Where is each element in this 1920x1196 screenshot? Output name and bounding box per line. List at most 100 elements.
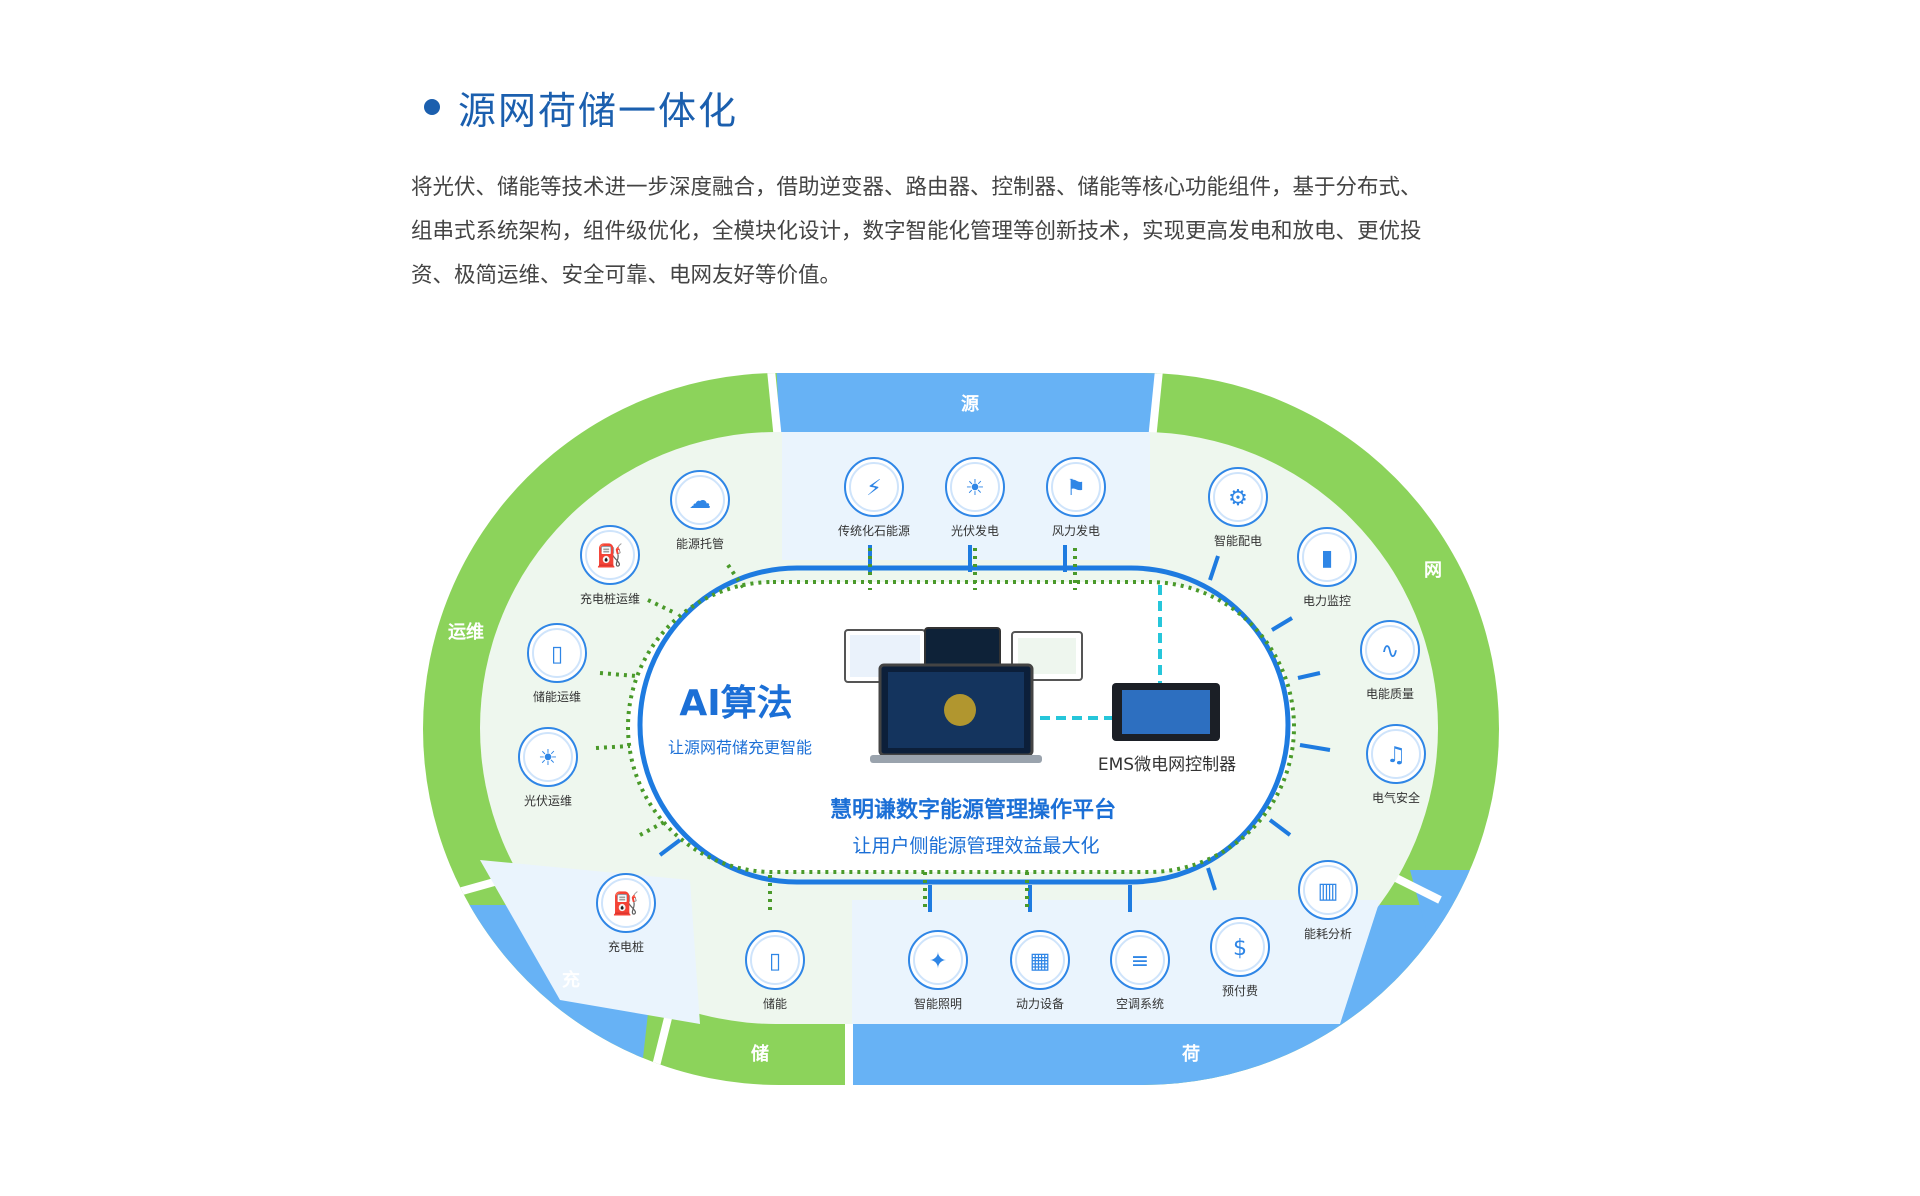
ac-glyph: ≡ xyxy=(1131,949,1149,974)
icon-label-energy-analysis: 能耗分析 xyxy=(1304,927,1352,941)
charger-om-glyph: ⛽ xyxy=(596,543,623,569)
storage-om-glyph: ▯ xyxy=(551,642,563,667)
charger-glyph: ⛽ xyxy=(612,891,639,917)
icon-power-equip: ▦动力设备 xyxy=(1010,930,1070,1011)
ac-icon xyxy=(1110,930,1170,990)
description-line-1: 将光伏、储能等技术进一步深度融合，借助逆变器、路由器、控制器、储能等核心功能组件… xyxy=(411,175,1422,200)
dotted-connectors xyxy=(595,548,1077,915)
icon-label-monitor: 电力监控 xyxy=(1303,594,1351,608)
energy-analysis-glyph: ▥ xyxy=(1318,879,1339,904)
icon-label-pv: 光伏发电 xyxy=(951,523,999,538)
ems-link xyxy=(1040,585,1162,720)
icon-ac: ≡ 空调系统 xyxy=(1110,930,1170,1011)
icon-dist: ⚙ 智能配电 xyxy=(1208,467,1268,548)
page-title: 源网荷储一体化 xyxy=(458,88,739,133)
power-equip-glyph: ▦ xyxy=(1030,949,1051,974)
ems-device xyxy=(1112,683,1220,741)
label-storage: 储 xyxy=(750,1043,769,1065)
icon-storage-om: ▯ 储能运维 xyxy=(527,623,587,704)
label-grid: 网 xyxy=(1424,560,1442,581)
ai-subtitle: 让源网荷储充更智能 xyxy=(668,738,812,757)
fossil-glyph: ⚡ xyxy=(866,476,881,501)
fossil-icon xyxy=(844,457,904,517)
label-charge: 充 xyxy=(562,969,580,991)
lighting-icon xyxy=(908,930,968,990)
icon-label-prepay: 预付费 xyxy=(1222,984,1258,998)
icon-quality: ∿ 电能质量 xyxy=(1360,620,1420,701)
pv-icon xyxy=(945,457,1005,517)
label-load: 荷 xyxy=(1182,1043,1200,1065)
pv-glyph: ☀ xyxy=(965,476,985,501)
title-row: 源网荷储一体化 xyxy=(411,80,1551,134)
icon-storage: ▯ 储能 xyxy=(745,930,805,1011)
icon-label-ac: 空调系统 xyxy=(1116,997,1164,1011)
dashboard-screens xyxy=(844,627,1083,763)
icon-lighting: ✦ 智能照明 xyxy=(908,930,968,1011)
icon-pv: ☀ 光伏发电 xyxy=(945,457,1005,538)
icon-label-charger: 充电桩 xyxy=(608,939,644,954)
ring-segment-load-right xyxy=(1410,870,1499,1085)
icon-label-fossil: 传统化石能源 xyxy=(838,523,910,538)
dist-icon xyxy=(1208,467,1268,527)
energy-analysis-icon xyxy=(1298,860,1358,920)
platform-subtitle: 让用户侧能源管理效益最大化 xyxy=(852,835,1099,857)
icon-label-storage-om: 储能运维 xyxy=(533,689,581,704)
storage-icon xyxy=(745,930,805,990)
description-line-3: 资、极简运维、安全可靠、电网友好等价值。 xyxy=(411,263,842,288)
wind-icon xyxy=(1046,457,1106,517)
icon-label-pv-om: 光伏运维 xyxy=(524,794,572,808)
icon-layer: ⚡ 传统化石能源 ☀ 光伏发电 ⚑ 风力发电 ⚙ 智能配电 ▮ 电力监控 ∿ 电能质量 ♫ 电气安全 ▥ 能耗… xyxy=(518,457,1426,1011)
storage-glyph: ▯ xyxy=(769,949,781,974)
dist-glyph: ⚙ xyxy=(1228,486,1248,511)
label-om: 运维 xyxy=(448,621,484,643)
hosting-glyph: ☁ xyxy=(689,489,711,514)
prepay-glyph: $ xyxy=(1233,936,1247,961)
icon-label-hosting: 能源托管 xyxy=(676,536,724,551)
wind-glyph: ⚑ xyxy=(1066,476,1086,501)
icon-label-safety: 电气安全 xyxy=(1372,790,1420,805)
hosting-icon xyxy=(670,470,730,530)
icon-pv-om: ☀ 光伏运维 xyxy=(518,727,578,808)
storage-om-icon xyxy=(527,623,587,683)
pv-om-icon xyxy=(518,727,578,787)
section-header: 源网荷储一体化 将光伏、储能等技术进一步深度融合，借助逆变器、路由器、控制器、储… xyxy=(411,80,1551,289)
safety-glyph: ♫ xyxy=(1386,743,1406,768)
icon-monitor: ▮ 电力监控 xyxy=(1297,527,1357,608)
label-source: 源 xyxy=(961,393,979,415)
monitor-icon xyxy=(1297,527,1357,587)
bullet-dot xyxy=(424,99,440,115)
lighting-glyph: ✦ xyxy=(929,949,947,974)
icon-label-quality: 电能质量 xyxy=(1366,687,1414,701)
charger-icon xyxy=(596,873,656,933)
description-line-2: 组串式系统架构，组件级优化，全模块化设计，数字智能化管理等创新技术，实现更高发电… xyxy=(411,219,1422,244)
safety-icon xyxy=(1366,724,1426,784)
icon-label-charger-om: 充电桩运维 xyxy=(580,591,640,606)
icon-prepay: $ 预付费 xyxy=(1210,917,1270,998)
platform-title: 慧明谦数字能源管理操作平台 xyxy=(830,797,1116,823)
icon-wind: ⚑ 风力发电 xyxy=(1046,457,1106,538)
charger-om-icon xyxy=(580,525,640,585)
pv-om-glyph: ☀ xyxy=(538,746,558,771)
icon-charger: ⛽ 充电桩 xyxy=(596,873,656,954)
icon-safety: ♫ 电气安全 xyxy=(1366,724,1426,805)
prepay-icon xyxy=(1210,917,1270,977)
icon-fossil: ⚡ 传统化石能源 xyxy=(838,457,910,538)
description: 将光伏、储能等技术进一步深度融合，借助逆变器、路由器、控制器、储能等核心功能组件… xyxy=(411,166,1551,298)
monitor-glyph: ▮ xyxy=(1321,546,1333,571)
ai-title: AI算法 xyxy=(679,683,792,724)
icon-hosting: ☁ 能源托管 xyxy=(670,470,730,551)
ring-labels: 源 网 荷 储 充 运维 xyxy=(448,393,1442,1065)
quality-icon xyxy=(1360,620,1420,680)
icon-energy-analysis: ▥ 能耗分析 xyxy=(1298,860,1358,941)
quality-glyph: ∿ xyxy=(1381,639,1399,664)
icon-label-lighting: 智能照明 xyxy=(914,996,962,1011)
icon-charger-om: ⛽ 充电桩运维 xyxy=(580,525,640,606)
ring-segment-source xyxy=(776,373,1158,440)
bus-line xyxy=(637,565,1291,885)
icon-label-dist: 智能配电 xyxy=(1214,533,1262,548)
power-equip-icon xyxy=(1010,930,1070,990)
icon-label-storage: 储能 xyxy=(763,996,787,1011)
icon-label-wind: 风力发电 xyxy=(1052,523,1100,538)
ems-label: EMS微电网控制器 xyxy=(1098,755,1236,775)
